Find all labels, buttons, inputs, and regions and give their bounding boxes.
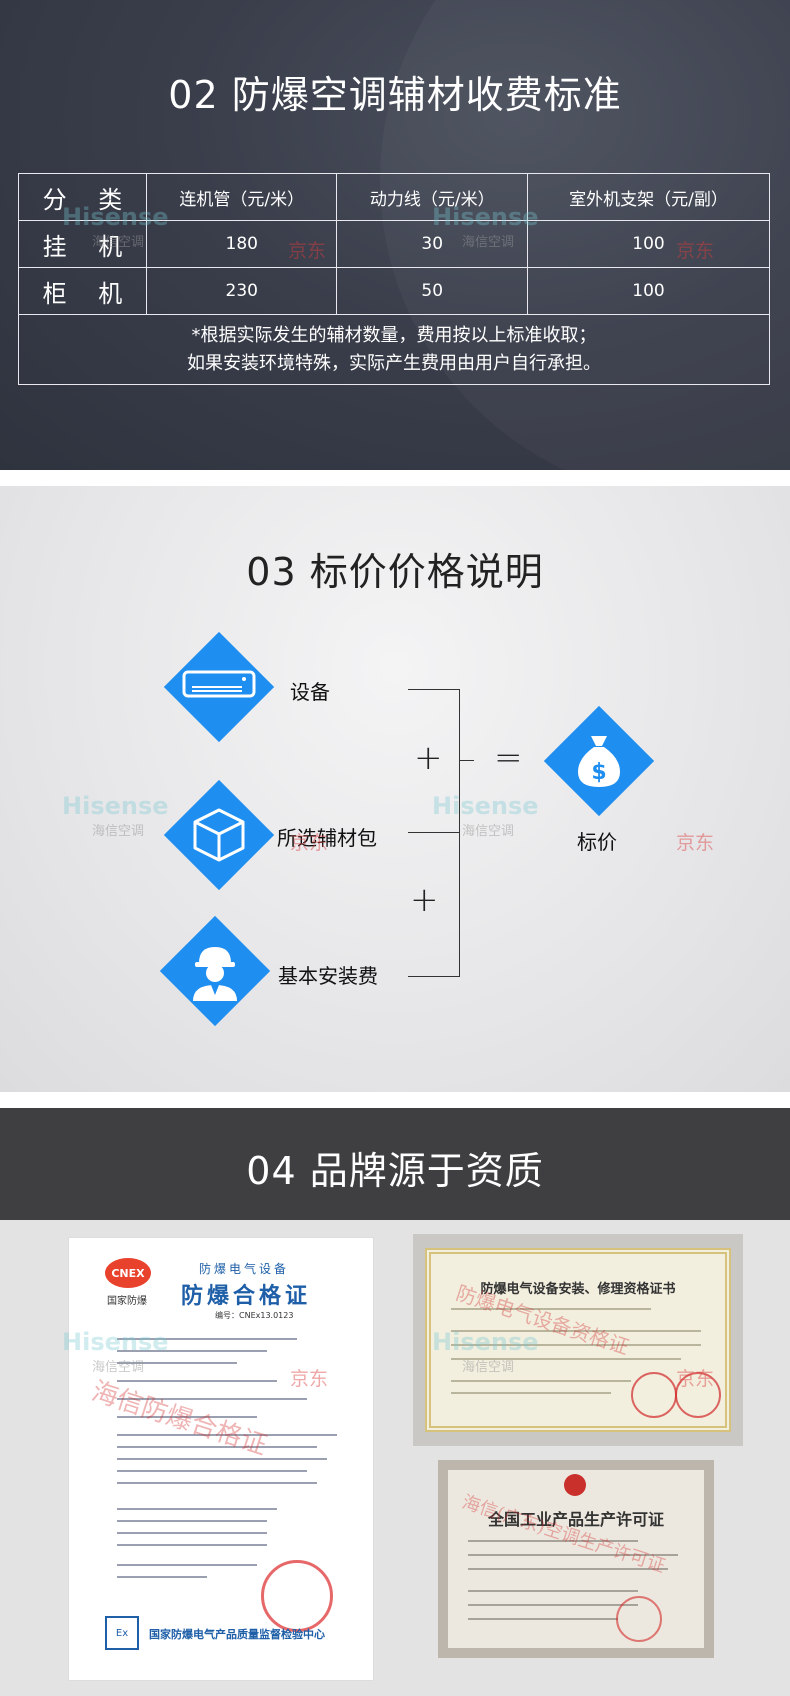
table-row-label: 挂 机 xyxy=(18,220,147,268)
note-line-1: *根据实际发生的辅材数量，费用按以上标准收取； xyxy=(191,324,597,346)
jd-watermark: 京东 xyxy=(676,832,715,854)
bracket-line xyxy=(408,976,460,977)
air-conditioner-icon xyxy=(164,632,274,742)
table-header-cell: 连机管（元/米） xyxy=(145,173,338,221)
national-emblem-icon xyxy=(564,1474,586,1496)
table-row-label: 柜 机 xyxy=(18,267,147,315)
section-title-02: 02 防爆空调辅材收费标准 xyxy=(168,73,622,117)
worker-helmet-icon xyxy=(160,916,270,1026)
table-header-cell: 动力线（元/米） xyxy=(336,173,528,221)
cert2-heading: 防爆电气设备安装、修理资格证书 xyxy=(480,1282,676,1297)
cert-heading: 防爆合格证 xyxy=(181,1284,312,1309)
plus-sign: + xyxy=(410,880,439,920)
table-cell: 30 xyxy=(336,220,528,268)
certificate-install-repair: 防爆电气设备安装、修理资格证书 防爆电气设备资格证 xyxy=(413,1234,743,1446)
certificate-explosion-proof: CNEX 国家防爆 防爆电气设备 防爆合格证 编号：CNEx13.0123 Ex… xyxy=(68,1237,374,1681)
item-label-aux-materials: 所选辅材包 xyxy=(277,826,377,850)
watermark-brand-sub: 海信空调 xyxy=(462,824,515,839)
table-header-row: 分 类 连机管（元/米） 动力线（元/米） 室外机支架（元/副） xyxy=(18,173,771,221)
watermark-brand: Hisense xyxy=(62,792,169,820)
bracket-line xyxy=(459,689,460,977)
table-header-cell: 分 类 xyxy=(18,173,147,221)
cnex-logo: CNEX xyxy=(105,1258,151,1288)
cert-heading-small: 防爆电气设备 xyxy=(199,1262,290,1276)
red-seal-icon xyxy=(616,1596,662,1642)
money-bag-icon: $ xyxy=(544,706,654,816)
bracket-line xyxy=(408,689,460,690)
red-seal-icon xyxy=(261,1560,333,1632)
section-title-04: 04 品牌源于资质 xyxy=(246,1149,544,1193)
watermark-brand-sub: 海信空调 xyxy=(92,824,145,839)
red-seal-icon xyxy=(675,1372,721,1418)
cert3-heading: 全国工业产品生产许可证 xyxy=(487,1510,664,1529)
red-seal-icon xyxy=(631,1372,677,1418)
result-label: 标价 xyxy=(577,830,617,854)
table-cell: 50 xyxy=(336,267,528,315)
section-price-explanation: 03 标价价格说明 设备 所选辅材包 基本安装费 + xyxy=(0,486,790,1092)
box-package-icon xyxy=(164,780,274,890)
cert-number: 编号：CNEx13.0123 xyxy=(215,1311,294,1320)
section-title-03: 03 标价价格说明 xyxy=(246,550,544,594)
cnex-logo-sub: 国家防爆 xyxy=(107,1296,147,1307)
section-aux-material-fees: 02 防爆空调辅材收费标准 分 类 连机管（元/米） 动力线（元/米） 室外机支… xyxy=(0,0,790,470)
item-label-equipment: 设备 xyxy=(290,680,330,704)
table-note-row: *根据实际发生的辅材数量，费用按以上标准收取； 如果安装环境特殊，实际产生费用由… xyxy=(18,314,770,385)
table-cell: 100 xyxy=(526,267,771,315)
certificate-production-license: 全国工业产品生产许可证 海信(广东)空调生产许可证 xyxy=(438,1460,714,1658)
table-cell: 230 xyxy=(145,267,338,315)
table-note: *根据实际发生的辅材数量，费用按以上标准收取； 如果安装环境特殊，实际产生费用由… xyxy=(18,314,770,385)
bracket-line xyxy=(408,832,460,833)
ex-mark-icon: Ex xyxy=(105,1616,139,1650)
section-qualifications-header: 04 品牌源于资质 xyxy=(0,1108,790,1220)
section-qualifications: CNEX 国家防爆 防爆电气设备 防爆合格证 编号：CNEx13.0123 Ex… xyxy=(0,1220,790,1696)
table-header-cell: 室外机支架（元/副） xyxy=(526,173,771,221)
cert-footer: 国家防爆电气产品质量监督检验中心 xyxy=(149,1628,325,1641)
table-cell: 180 xyxy=(145,220,338,268)
table-row: 柜 机 230 50 100 xyxy=(18,267,771,315)
item-label-installation: 基本安装费 xyxy=(278,964,378,988)
bracket-line xyxy=(460,760,474,761)
table-cell: 100 xyxy=(526,220,771,268)
note-line-2: 如果安装环境特殊，实际产生费用由用户自行承担。 xyxy=(187,352,601,374)
hisense-watermark: Hisense 海信空调 xyxy=(62,792,169,839)
plus-sign: + xyxy=(414,738,443,778)
fee-table: 分 类 连机管（元/米） 动力线（元/米） 室外机支架（元/副） 挂 机 180… xyxy=(18,173,771,385)
watermark-brand: Hisense xyxy=(432,792,539,820)
equals-sign: = xyxy=(494,738,523,778)
svg-text:$: $ xyxy=(591,760,606,785)
table-row: 挂 机 180 30 100 xyxy=(18,220,771,268)
